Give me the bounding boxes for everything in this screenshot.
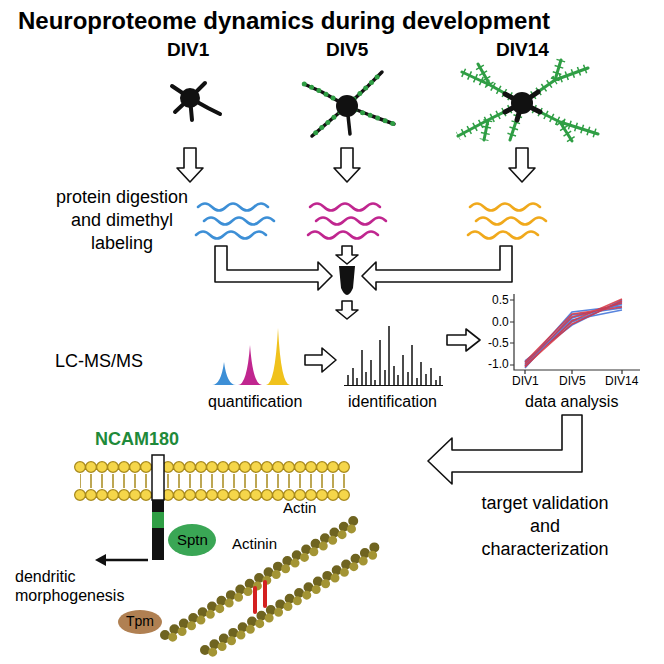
neuron-div14	[505, 92, 540, 120]
actinin-crosslink	[253, 588, 257, 612]
stage-label: DIV1	[167, 38, 209, 61]
axis-tick: -1.0	[488, 357, 509, 371]
process-arrow	[177, 148, 203, 182]
actin-filament	[205, 547, 375, 650]
protein-name: Tpm	[126, 613, 154, 630]
neuron-div5	[304, 72, 394, 136]
neuron-div14	[458, 60, 598, 141]
neuron-div14	[511, 92, 533, 114]
neuron-div5	[304, 72, 394, 136]
merge-arrow	[336, 246, 358, 264]
peptide-waves	[468, 232, 538, 239]
stage-label: DIV14	[496, 38, 549, 61]
peptide-waves	[470, 204, 540, 211]
peptide-waves	[310, 204, 380, 211]
step-label: data analysis	[525, 392, 618, 411]
process-arrow	[334, 148, 360, 182]
quant-peaks	[212, 328, 290, 385]
actinin-crosslink	[255, 582, 265, 612]
step-label: protein digestion and dimethyl labeling	[47, 186, 197, 255]
merge-arrow	[215, 246, 512, 372]
axis-tick: DIV5	[559, 374, 586, 388]
neuron-div5	[336, 95, 358, 117]
effect-arrow	[95, 554, 148, 566]
profile-chart	[525, 301, 622, 366]
merge-arrow	[305, 348, 336, 372]
peptide-waves	[308, 232, 378, 239]
stage-label: DIV5	[326, 38, 368, 61]
neuron-div1	[172, 83, 220, 120]
axis-tick: 0.0	[492, 315, 509, 329]
cell-membrane	[80, 467, 345, 495]
actinin-crosslink	[263, 582, 267, 606]
cell-membrane	[80, 490, 345, 500]
step-label: identification	[348, 392, 437, 411]
quant-peaks	[266, 328, 290, 385]
merge-arrow	[215, 246, 332, 290]
step-label: quantification	[208, 392, 302, 411]
axis-tick: DIV14	[605, 374, 638, 388]
profile-chart	[525, 299, 622, 367]
return-arrow	[428, 415, 582, 484]
protein-name: Actin	[283, 499, 316, 517]
protein-name: Sptn	[177, 531, 208, 549]
ncam-protein	[152, 455, 164, 560]
profile-chart	[525, 306, 622, 365]
merge-arrow	[336, 301, 358, 319]
peptide-waves	[196, 204, 546, 239]
sample-tube	[339, 266, 355, 295]
axis-tick: 0.5	[492, 293, 509, 307]
neuron-div14	[458, 60, 598, 141]
peptide-waves	[204, 218, 274, 225]
protein-name: Actinin	[232, 535, 277, 553]
step-label: LC-MS/MS	[55, 350, 143, 372]
peptide-waves	[316, 218, 386, 225]
profile-chart	[525, 303, 622, 364]
protein-name: NCAM180	[95, 428, 179, 450]
neuron-div1	[172, 83, 220, 120]
profile-chart	[510, 300, 622, 374]
ms-spectrum	[348, 326, 440, 385]
neuron-div14	[458, 60, 598, 141]
process-arrow	[177, 148, 535, 182]
merge-arrow	[362, 246, 512, 290]
ncam-protein	[152, 512, 164, 528]
profile-chart	[510, 294, 640, 374]
quant-peaks	[212, 362, 236, 385]
cell-membrane	[80, 462, 345, 472]
spectrin-blob	[168, 524, 216, 556]
actin-filament	[165, 520, 378, 655]
profile-chart	[525, 300, 622, 368]
peptide-waves	[196, 232, 266, 239]
profile-chart	[525, 304, 622, 366]
effect-arrow	[104, 559, 148, 562]
ncam-protein	[152, 455, 164, 500]
axis-tick: DIV1	[512, 374, 539, 388]
effect-arrow	[95, 554, 106, 566]
process-arrow	[509, 148, 535, 182]
profile-chart	[514, 294, 640, 370]
cell-membrane	[80, 474, 345, 488]
quant-peaks	[238, 345, 262, 385]
step-label: target validation and characterization	[470, 492, 620, 561]
cell-membrane	[80, 461, 345, 473]
profile-chart	[525, 310, 622, 362]
profile-chart	[525, 299, 622, 367]
merge-arrow	[447, 329, 480, 351]
neuron-div5	[304, 72, 394, 136]
actin-filament	[208, 552, 378, 655]
ms-spectrum	[344, 326, 443, 386]
tropomyosin-blob	[118, 610, 162, 634]
outcome-label: dendritic morphogenesis	[15, 567, 135, 605]
diagram-title: Neuroproteome dynamics during developmen…	[18, 6, 550, 35]
axis-tick: -0.5	[488, 336, 509, 350]
peptide-waves	[198, 204, 268, 211]
neuron-div1	[180, 88, 200, 108]
ms-spectrum	[344, 385, 443, 386]
peptide-waves	[476, 218, 546, 225]
ncam-protein	[152, 500, 164, 560]
